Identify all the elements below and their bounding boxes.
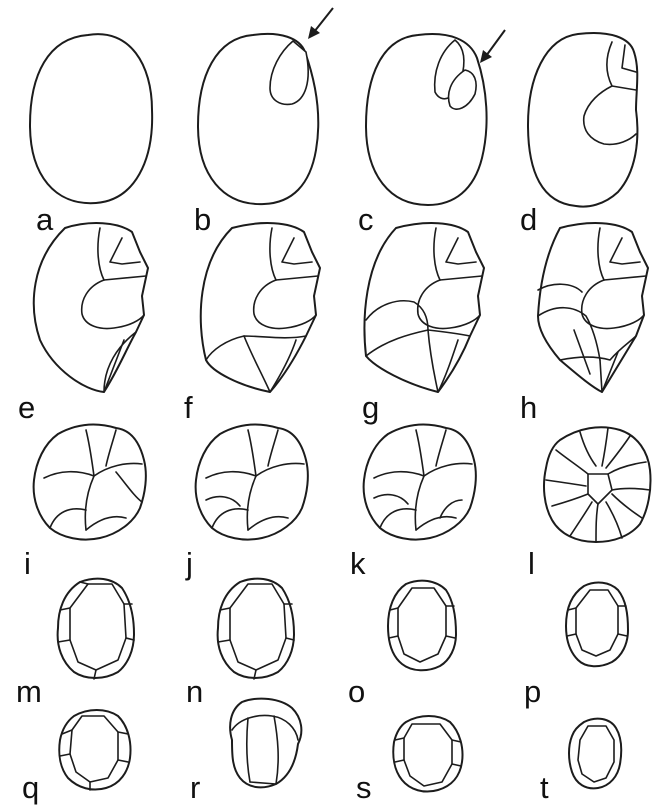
label-f: f <box>184 390 193 425</box>
stage-j-drawing <box>196 425 308 540</box>
stage-f-drawing <box>201 223 320 392</box>
stage-b-arrow <box>308 8 333 39</box>
label-p: p <box>524 674 541 709</box>
label-n: n <box>186 674 203 709</box>
stage-l-drawing <box>544 427 651 542</box>
stage-o-drawing <box>388 581 456 671</box>
label-q: q <box>22 770 39 805</box>
label-h: h <box>520 390 537 425</box>
label-c: c <box>358 202 374 237</box>
stage-r-drawing <box>230 699 301 788</box>
stage-h-drawing <box>538 223 648 392</box>
label-s: s <box>356 770 372 805</box>
label-e: e <box>18 390 35 425</box>
label-o: o <box>348 674 365 709</box>
stage-a-drawing <box>30 34 152 203</box>
stage-s-drawing <box>393 716 462 792</box>
stage-n-drawing <box>218 579 294 679</box>
label-t: t <box>540 770 549 805</box>
stage-k-drawing <box>364 425 476 540</box>
stage-e-drawing <box>34 223 148 392</box>
label-g: g <box>362 390 379 425</box>
label-k: k <box>350 546 366 581</box>
label-r: r <box>190 770 200 805</box>
stage-t-drawing <box>569 719 621 789</box>
label-d: d <box>520 202 537 237</box>
stage-m-drawing <box>58 579 134 679</box>
label-a: a <box>36 202 54 237</box>
stage-p-drawing <box>566 583 628 667</box>
label-i: i <box>24 546 31 581</box>
stage-b-drawing <box>198 34 318 204</box>
stage-d-drawing <box>528 33 637 207</box>
label-b: b <box>194 202 211 237</box>
stage-g-drawing <box>364 223 484 392</box>
stage-c-drawing <box>366 34 487 205</box>
stage-q-drawing <box>59 710 130 790</box>
label-m: m <box>16 674 42 709</box>
stage-c-arrow <box>480 30 505 63</box>
label-j: j <box>185 546 193 581</box>
label-l: l <box>528 546 535 581</box>
stage-i-drawing <box>34 425 146 540</box>
